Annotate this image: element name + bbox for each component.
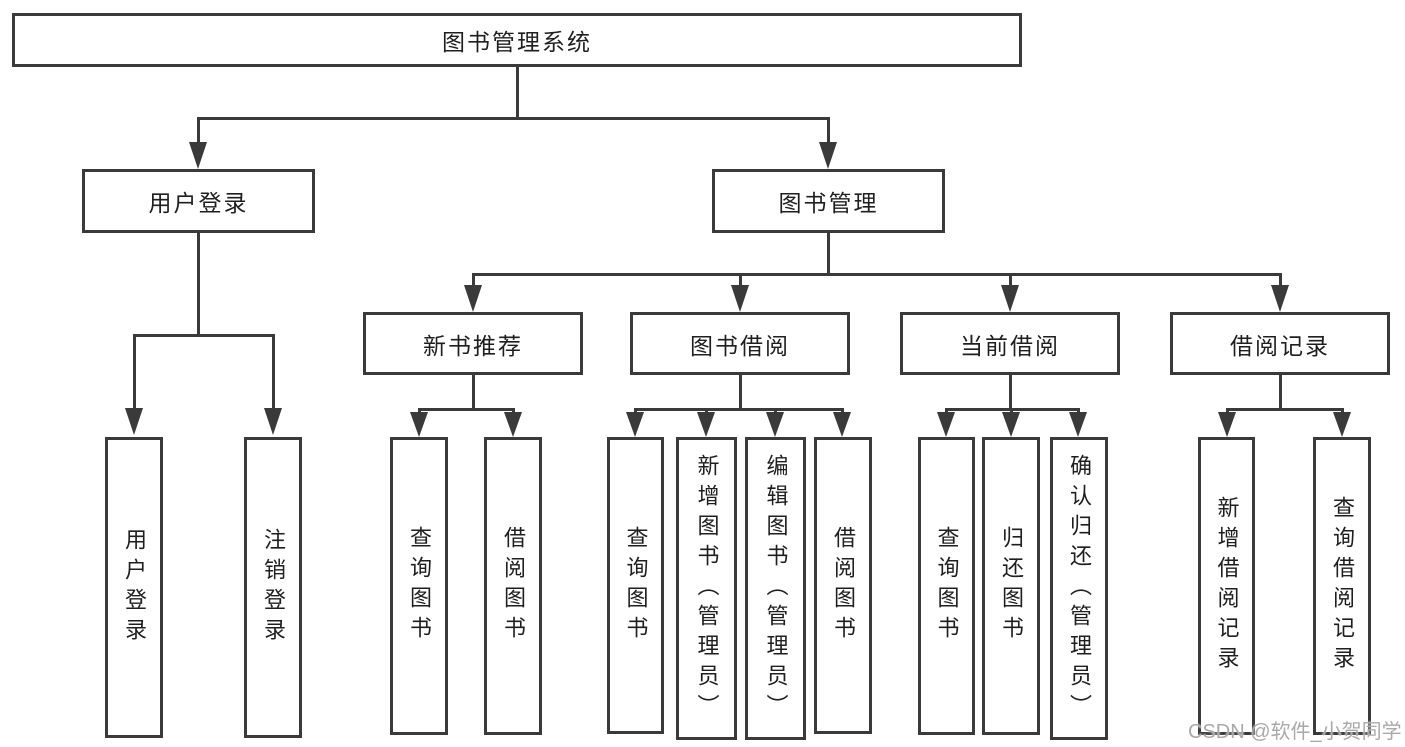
leaf-query-borrow-record: 查询借阅记录 [1313, 437, 1371, 735]
leaf-logout: 注销登录 [244, 437, 302, 738]
connector-stub [472, 273, 475, 287]
connector-stub [133, 334, 136, 410]
leaf-confirm-return-admin: 确认归还（管理员） [1050, 437, 1108, 740]
leaf-newbook-query-books-label: 查询图书 [407, 526, 432, 646]
connector-stub [272, 334, 275, 410]
arrowhead-down-icon [264, 408, 282, 435]
leaf-confirm-return-admin-label: 确认归还（管理员） [1067, 453, 1092, 724]
arrowhead-down-icon [1333, 412, 1351, 437]
node-root-label: 图书管理系统 [442, 29, 592, 55]
leaf-borrowing-borrow-books-label: 借阅图书 [831, 525, 856, 646]
connector-current-stem [1009, 375, 1012, 411]
node-user-login: 用户登录 [82, 169, 315, 233]
connector-user-login-stem [197, 233, 200, 337]
arrowhead-down-icon [937, 412, 955, 437]
connector-stub [1009, 273, 1012, 287]
arrowhead-down-icon [1001, 285, 1019, 312]
node-book-borrowing-label: 图书借阅 [690, 332, 790, 359]
csdn-watermark: CSDN @软件_小贺同学 [1188, 721, 1402, 743]
node-book-management-label: 图书管理 [778, 190, 879, 216]
connector-borrowing-stem [739, 375, 742, 411]
node-new-book-recommend-label: 新书推荐 [423, 332, 523, 359]
node-new-book-recommend: 新书推荐 [363, 312, 583, 375]
connector-l2-left-stub [197, 117, 200, 145]
connector-root-stem [516, 67, 519, 119]
leaf-borrowing-query-books-label: 查询图书 [623, 525, 649, 646]
connector-records-stem [1279, 375, 1282, 411]
leaf-logout-label: 注销登录 [261, 527, 286, 648]
connector-records-rail [1226, 408, 1344, 411]
connector-stub [1279, 273, 1282, 287]
leaf-newbook-borrow-books-label: 借阅图书 [501, 526, 526, 646]
connector-newbook-stem [472, 375, 475, 411]
leaf-user-login-label: 用户登录 [122, 527, 147, 648]
arrowhead-down-icon [1002, 412, 1020, 437]
arrowhead-down-icon [819, 142, 837, 169]
leaf-return-books: 归还图书 [982, 437, 1040, 735]
connector-l2-right-stub [827, 117, 830, 145]
connector-stub [739, 273, 742, 287]
leaf-current-query-books: 查询图书 [918, 437, 975, 735]
connector-l3-rail [472, 273, 1282, 276]
arrowhead-down-icon [410, 412, 428, 437]
leaf-current-query-books-label: 查询图书 [934, 526, 960, 646]
arrowhead-down-icon [731, 285, 749, 312]
connector-book-mgmt-stem [827, 233, 830, 276]
leaf-edit-books-admin: 编辑图书（管理员） [745, 437, 806, 740]
leaf-add-borrow-record-label: 新增借阅记录 [1214, 496, 1240, 676]
leaf-newbook-query-books: 查询图书 [390, 437, 448, 735]
connector-user-login-rail [133, 334, 275, 337]
arrowhead-down-icon [833, 412, 851, 437]
leaf-return-books-label: 归还图书 [999, 526, 1024, 646]
node-current-borrowing: 当前借阅 [900, 312, 1120, 375]
node-book-management: 图书管理 [712, 169, 945, 233]
leaf-add-borrow-record: 新增借阅记录 [1198, 437, 1255, 735]
leaf-newbook-borrow-books: 借阅图书 [484, 437, 542, 735]
leaf-borrowing-borrow-books: 借阅图书 [814, 437, 872, 734]
connector-newbook-rail [418, 408, 515, 411]
node-borrow-records: 借阅记录 [1170, 312, 1390, 375]
arrowhead-down-icon [504, 412, 522, 437]
leaf-query-borrow-record-label: 查询借阅记录 [1330, 496, 1355, 676]
arrowhead-down-icon [697, 412, 715, 437]
leaf-add-books-admin: 新增图书（管理员） [676, 437, 737, 740]
arrowhead-down-icon [626, 412, 644, 437]
arrowhead-down-icon [189, 142, 207, 169]
arrowhead-down-icon [464, 285, 482, 312]
leaf-add-books-admin-label: 新增图书（管理员） [694, 453, 720, 724]
arrowhead-down-icon [1218, 412, 1236, 437]
arrowhead-down-icon [766, 412, 784, 437]
arrowhead-down-icon [125, 408, 143, 435]
leaf-edit-books-admin-label: 编辑图书（管理员） [763, 453, 789, 724]
leaf-borrowing-query-books: 查询图书 [607, 437, 664, 734]
node-user-login-label: 用户登录 [148, 190, 249, 216]
node-book-borrowing: 图书借阅 [630, 312, 850, 375]
node-borrow-records-label: 借阅记录 [1230, 332, 1330, 359]
connector-l2-rail [197, 117, 830, 120]
node-root: 图书管理系统 [12, 13, 1022, 67]
arrowhead-down-icon [1271, 285, 1289, 312]
node-current-borrowing-label: 当前借阅 [960, 332, 1060, 359]
arrowhead-down-icon [1069, 412, 1087, 437]
leaf-user-login: 用户登录 [105, 437, 163, 738]
connector-borrowing-rail [634, 408, 844, 411]
